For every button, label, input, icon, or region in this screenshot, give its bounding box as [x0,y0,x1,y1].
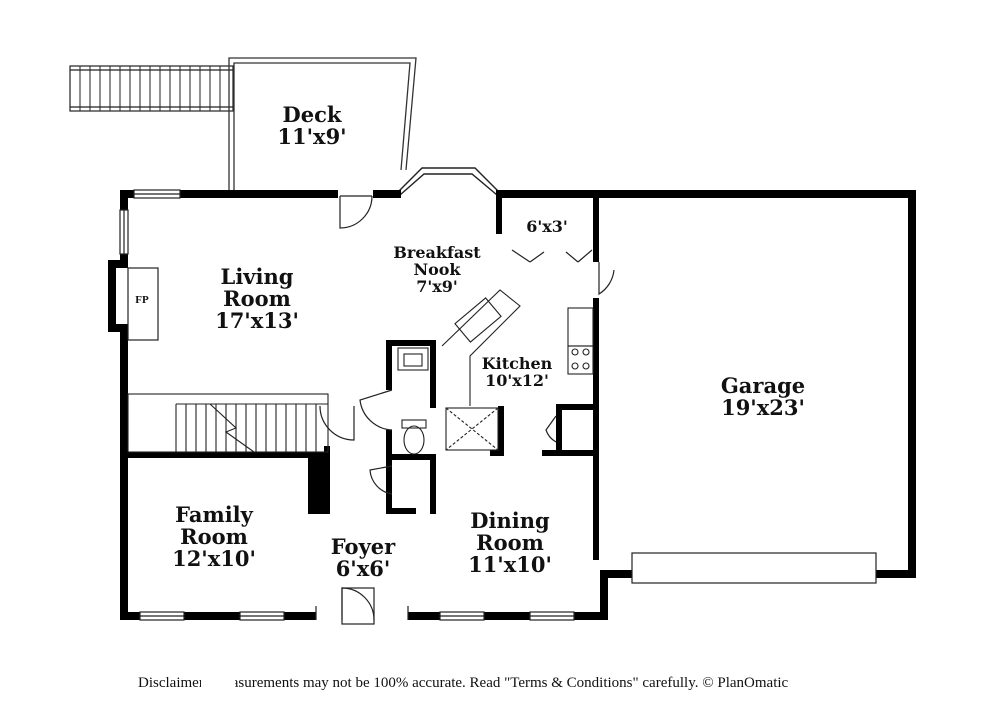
disclaimer-text: Disclaimer: Measurements may not be 100%… [138,675,789,691]
garage-name: Garage [720,373,806,398]
closet-dim: 6'x3' [526,217,568,236]
interior-stairs [127,393,329,453]
closet-label: 6'x3' [526,217,568,236]
breakfast-nook-name-1: Breakfast [393,243,481,262]
dining-room-name-1: Dining [470,508,550,533]
living-room-label: Living Room 17'x13' [215,264,299,334]
family-room-dim: 12'x10' [172,546,256,572]
doors [315,195,615,625]
fireplace-label: FP [135,294,149,306]
family-room-name-2: Room [180,524,248,550]
fireplace-box [127,267,159,341]
foyer-dim: 6'x6' [335,556,391,582]
foyer-label: Foyer 6'x6' [330,534,396,582]
deck-stairs [69,65,234,112]
bathroom-fixtures [397,347,429,455]
dining-room-name-2: Room [476,530,544,556]
kitchen-dim: 10'x12' [485,370,549,390]
garage-dim: 19'x23' [721,395,805,421]
foyer-name: Foyer [330,534,396,559]
interior-walls [128,198,599,560]
bay-window [394,167,503,196]
breakfast-nook-name-2: Nook [413,259,461,279]
dining-room-label: Dining Room 11'x10' [468,508,552,578]
family-room-name-1: Family [175,502,253,527]
deck-dim: 11'x9' [277,124,347,150]
living-room-name-2: Room [223,286,291,312]
disclaimer-redaction [201,674,235,696]
living-room-name-1: Living [220,264,294,289]
deck-outline [228,57,417,192]
family-room-label: Family Room 12'x10' [172,502,256,572]
kitchen-label: Kitchen 10'x12' [481,354,553,390]
dining-room-dim: 11'x10' [468,552,552,578]
deck-label: Deck 11'x9' [277,102,347,150]
garage-label: Garage 19'x23' [720,373,806,421]
kitchen-fixtures [441,289,594,451]
windows [119,189,877,621]
deck-name: Deck [282,102,342,127]
kitchen-name: Kitchen [481,354,553,373]
living-room-dim: 17'x13' [215,308,299,334]
breakfast-nook-dim: 7'x9' [416,276,458,296]
breakfast-nook-label: Breakfast Nook 7'x9' [393,243,481,296]
